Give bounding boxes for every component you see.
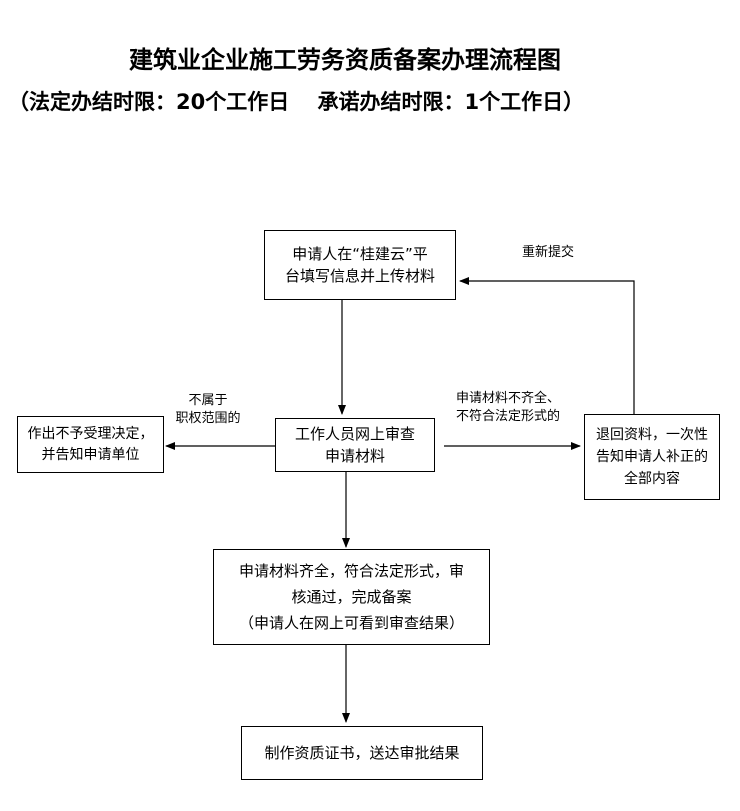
- edge-label-incomplete: 申请材料不齐全、 不符合法定形式的: [446, 390, 570, 426]
- node-approve-line-3: （申请人在网上可看到审查结果）: [238, 614, 464, 632]
- page-title: 建筑业企业施工劳务资质备案办理流程图: [129, 46, 561, 74]
- node-review-line-2: 申请材料: [324, 447, 385, 465]
- node-review-line-1: 工作人员网上审查: [294, 425, 415, 443]
- node-reject-line-2: 并告知申请单位: [41, 446, 140, 463]
- page-subtitle: （法定办结时限：20个工作日 承诺办结时限：1个工作日）: [8, 90, 585, 114]
- node-review: 工作人员网上审查申请材料: [275, 418, 435, 472]
- node-reject: 作出不予受理决定， 并告知申请单位: [17, 416, 164, 473]
- edge-label-incomplete-line-2: 不符合法定形式的: [455, 409, 560, 424]
- edge-label-resubmit: 重新提交: [522, 245, 575, 260]
- edge-label-out-of-scope: 不属于 职权范围的: [168, 392, 248, 428]
- node-apply-line-1: 申请人在“桂建云”平: [292, 245, 428, 263]
- node-return-line-2: 告知申请人补正的: [596, 449, 708, 465]
- edge-label-out-of-scope-line-2: 职权范围的: [175, 411, 241, 426]
- arrow-return-to-apply: [459, 277, 635, 414]
- node-cert-line-1: 制作资质证书，送达审批结果: [264, 744, 460, 762]
- node-approve: 申请材料齐全，符合法定形式，审核通过，完成备案 （申请人在网上可看到审查结果）: [213, 549, 490, 645]
- node-reject-line-1: 作出不予受理决定，: [27, 425, 154, 442]
- node-return: 退回资料，一次性告知申请人补正的全部内容: [584, 414, 720, 500]
- edge-label-out-of-scope-line-1: 不属于: [188, 393, 228, 408]
- node-apply: 申请人在“桂建云”平台填写信息并上传材料: [264, 230, 456, 300]
- node-approve-line-2: 核通过，完成备案: [291, 588, 412, 606]
- node-apply-line-2: 台填写信息并上传材料: [284, 267, 435, 285]
- node-approve-line-1: 申请材料齐全，符合法定形式，审: [238, 562, 464, 580]
- edge-label-incomplete-line-1: 申请材料不齐全、: [455, 391, 560, 406]
- node-return-line-3: 全部内容: [624, 471, 680, 487]
- node-return-line-1: 退回资料，一次性: [596, 427, 708, 443]
- node-cert: 制作资质证书，送达审批结果: [241, 726, 483, 780]
